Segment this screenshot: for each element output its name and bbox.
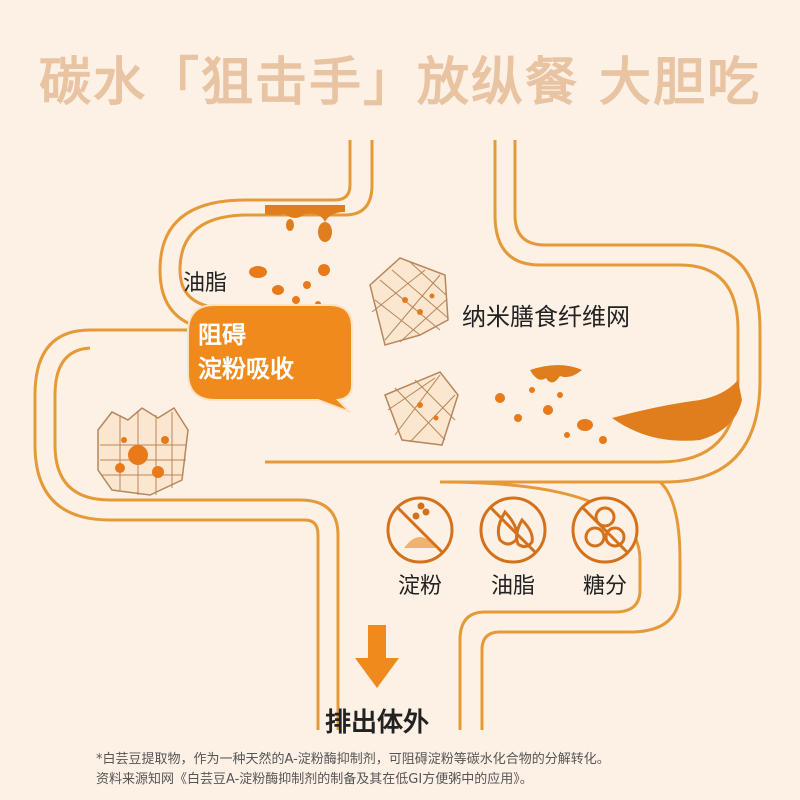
oil-drips-right — [530, 365, 742, 441]
speech-bubble-text: 阻碍 淀粉吸收 — [198, 318, 338, 386]
exit-label: 排出体外 — [325, 708, 430, 738]
oil-label: 油脂 — [490, 574, 535, 599]
starch-icon — [386, 496, 454, 564]
speech-bubble — [187, 304, 353, 413]
fiber-net-label: 纳米膳食纤维网 — [462, 303, 630, 331]
fiber-net-middle — [384, 371, 459, 446]
bubble-line-2: 淀粉吸收 — [198, 355, 294, 383]
fiber-net-trapped — [97, 406, 189, 496]
intestine-tube — [33, 140, 762, 730]
footnote: *白芸豆提取物，作为一种天然的A-淀粉酶抑制剂，可阻碍淀粉等碳水化合物的分解转化… — [96, 750, 756, 790]
footnote-line-2: 资料来源知网《白芸豆A-淀粉酶抑制剂的制备及其在低GI方便粥中的应用》。 — [96, 772, 533, 787]
down-arrow-icon — [355, 625, 399, 688]
fat-label: 油脂 — [183, 271, 228, 296]
oil-drips — [265, 205, 345, 242]
sugar-cubes-icon — [571, 496, 639, 564]
oil-particles — [249, 264, 607, 444]
starch-label: 淀粉 — [397, 574, 442, 599]
bubble-line-1: 阻碍 — [198, 321, 246, 349]
fiber-net-top — [369, 257, 449, 346]
sugar-label: 糖分 — [582, 574, 627, 599]
page-title: 碳水「狙击手」放纵餐 大胆吃 — [38, 53, 762, 113]
footnote-line-1: *白芸豆提取物，作为一种天然的A-淀粉酶抑制剂，可阻碍淀粉等碳水化合物的分解转化… — [96, 752, 610, 767]
oil-drops-icon — [479, 496, 547, 564]
